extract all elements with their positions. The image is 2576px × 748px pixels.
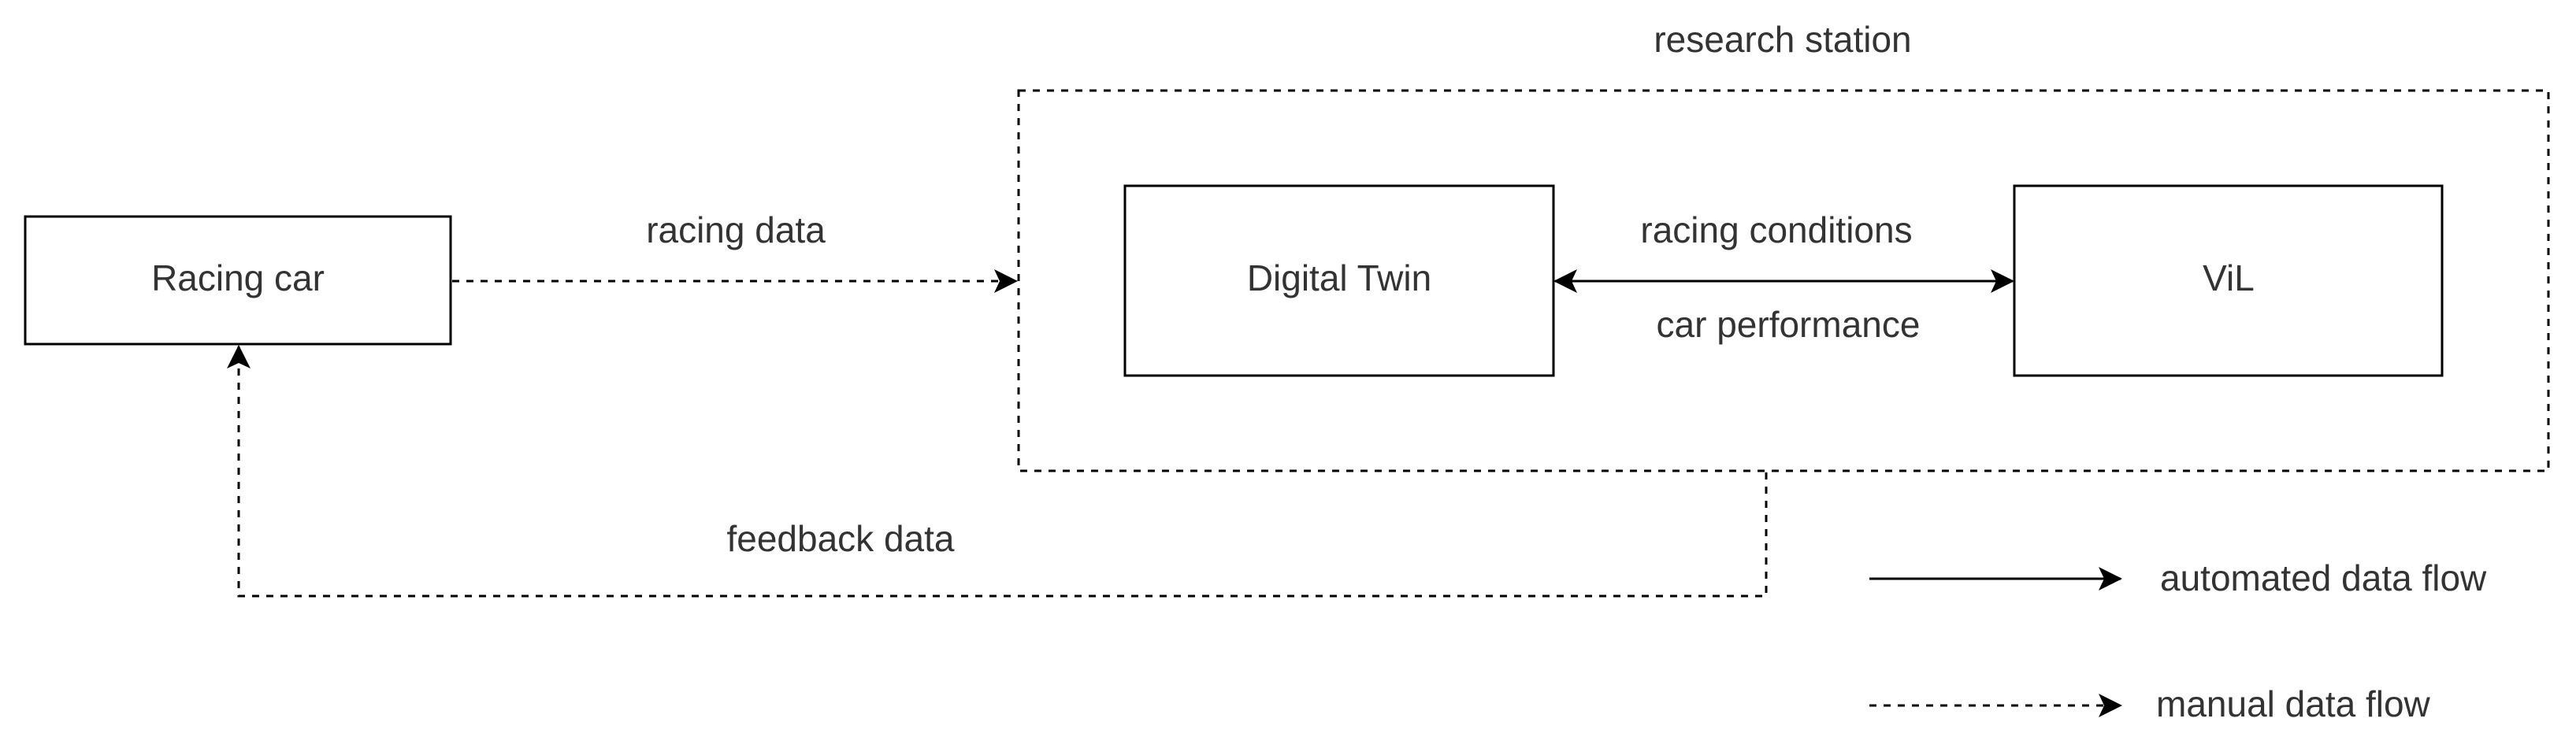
digital-twin-node: Digital Twin — [1123, 184, 1555, 377]
legend-automated-label: automated data flow — [2160, 557, 2487, 598]
racing-conditions-label: racing conditions — [1640, 209, 1912, 250]
digital-twin-label: Digital Twin — [1247, 257, 1431, 298]
racing-car-node: Racing car — [24, 215, 452, 346]
racing-data-label: racing data — [646, 209, 826, 250]
racing-car-label: Racing car — [151, 257, 325, 298]
vil-label: ViL — [2203, 257, 2255, 298]
car-performance-label: car performance — [1657, 304, 1921, 345]
vil-node: ViL — [2013, 184, 2444, 377]
research-station-group — [1017, 89, 2550, 472]
feedback-data-arrow — [227, 345, 1768, 598]
research-station-label: research station — [1654, 19, 1911, 60]
legend-manual-label: manual data flow — [2156, 683, 2431, 724]
feedback-data-label: feedback data — [726, 518, 954, 559]
legend: automated data flow manual data flow — [1869, 557, 2487, 724]
